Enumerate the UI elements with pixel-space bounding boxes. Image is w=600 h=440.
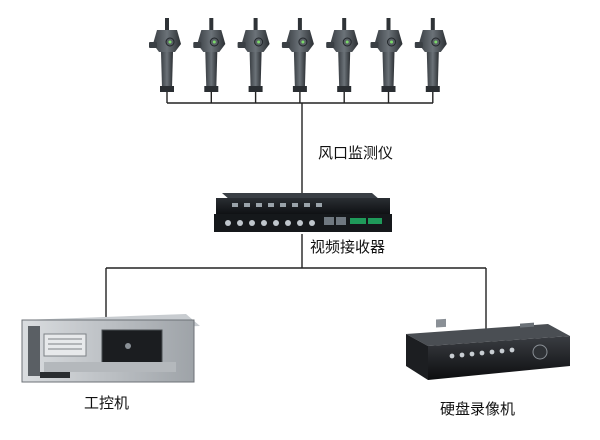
wind-monitor-device [326,18,359,103]
connection-lines [105,102,487,330]
ipc-label: 工控机 [84,394,130,412]
dvr-device [406,318,570,380]
industrial-pc-device [21,314,200,383]
wind-monitor-device [370,18,403,103]
wind-monitor-device [237,18,270,103]
wind-monitor-device [281,18,314,103]
video-receiver-device [214,193,392,232]
monitor-label: 风口监测仪 [318,144,394,162]
receiver-label: 视频接收器 [310,238,386,256]
wind-monitor-device [414,18,447,103]
wind-monitor-device [149,18,181,103]
wind-monitor-group [149,18,447,103]
wind-monitor-device [193,18,226,103]
dvr-label: 硬盘录像机 [440,400,516,418]
